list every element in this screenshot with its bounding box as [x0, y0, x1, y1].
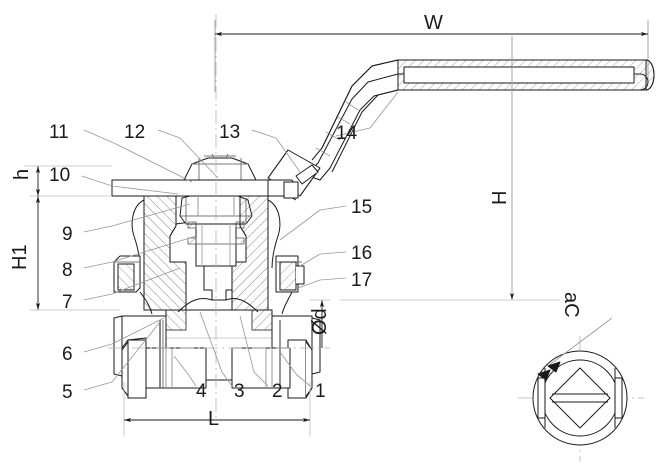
- balloon-16: 16: [351, 243, 373, 264]
- balloon-4: 4: [196, 381, 207, 402]
- dimension-label-W: W: [424, 12, 443, 34]
- balloon-2: 2: [272, 381, 283, 402]
- balloon-17: 17: [351, 270, 373, 291]
- detail-label-C: aC: [560, 292, 582, 318]
- side-boss-left: [113, 255, 141, 293]
- balloon-9: 9: [62, 224, 73, 245]
- balloon-leaders: [81, 91, 399, 391]
- balloon-1: 1: [315, 381, 326, 402]
- end-connector-right: [231, 315, 321, 399]
- dimension-H1: [30, 195, 120, 311]
- balloon-7: 7: [62, 292, 73, 313]
- dimension-label-H1: H1: [9, 244, 31, 270]
- dimension-h: [24, 165, 112, 196]
- balloon-5: 5: [62, 382, 73, 403]
- balloon-10: 10: [49, 165, 71, 186]
- balloon-11: 11: [49, 122, 69, 143]
- lever-handle: [261, 59, 655, 201]
- balloon-3: 3: [234, 381, 245, 402]
- stem-cross-section-detail: [532, 317, 628, 446]
- balloon-12: 12: [124, 122, 146, 143]
- balloon-13: 13: [219, 122, 241, 143]
- end-connector-left: [113, 315, 207, 399]
- dimension-L: [123, 382, 311, 436]
- dimension-H: [340, 36, 560, 301]
- balloon-6: 6: [62, 344, 73, 365]
- dimension-label-L: L: [208, 408, 220, 430]
- dimension-label-h: h: [11, 168, 33, 180]
- dimension-d: [310, 299, 330, 348]
- balloon-15: 15: [351, 197, 373, 218]
- stem-lock-nut: [183, 153, 257, 181]
- dimension-label-H: H: [489, 190, 511, 205]
- dimension-label-d: Ød: [309, 308, 331, 335]
- valve-body-assembly: [111, 153, 321, 399]
- balloon-8: 8: [62, 260, 73, 281]
- balloon-14: 14: [336, 123, 358, 144]
- side-boss-right: [275, 255, 305, 293]
